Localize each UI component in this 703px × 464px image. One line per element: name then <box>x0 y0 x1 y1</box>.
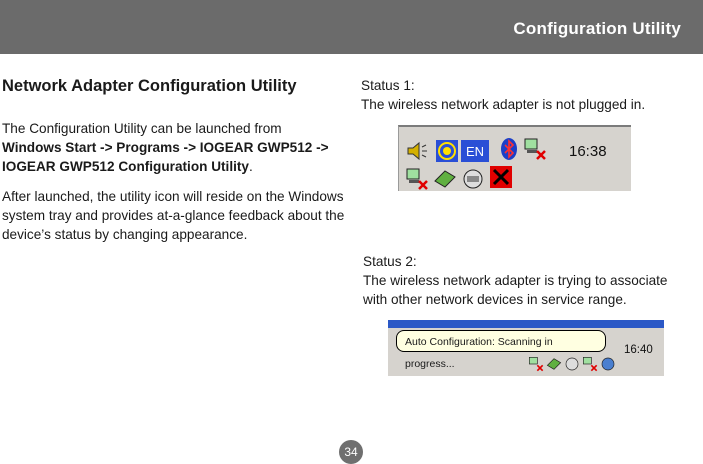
security-icon <box>434 170 456 188</box>
header-title: Configuration Utility <box>513 19 681 38</box>
printer-icon <box>463 169 483 189</box>
status1-desc: The wireless network adapter is not plug… <box>361 97 646 112</box>
status1-tray-screenshot: EN 16:38 <box>398 125 631 191</box>
status2-label: Status 2: <box>363 254 417 269</box>
speaker-icon <box>407 141 427 161</box>
taskbar-edge <box>388 320 664 328</box>
status2-clock: 16:40 <box>624 344 653 356</box>
launch-intro: The Configuration Utility can be launche… <box>2 121 282 136</box>
error-x-icon <box>490 166 512 188</box>
status2-tray-screenshot: Auto Configuration: Scanning in progress… <box>388 320 664 376</box>
network-disconnected-icon <box>524 138 546 160</box>
header-bar: Configuration Utility <box>0 0 703 54</box>
page-number: 34 <box>339 440 363 464</box>
wireless-signal-icon <box>436 140 458 162</box>
launch-period: . <box>248 159 253 174</box>
status1-clock: 16:38 <box>569 143 607 160</box>
launch-instructions: The Configuration Utility can be launche… <box>2 119 347 176</box>
section-heading: Network Adapter Configuration Utility <box>2 77 297 95</box>
status2-desc: The wireless network adapter is trying t… <box>363 273 668 307</box>
en-language-icon: EN <box>461 140 489 162</box>
scanning-tooltip: Auto Configuration: Scanning in progress… <box>396 330 606 370</box>
svg-text:EN: EN <box>466 144 484 159</box>
network-disconnected-icon <box>529 357 544 372</box>
tray-description: After launched, the utility icon will re… <box>2 189 345 242</box>
status1-text: Status 1: The wireless network adapter i… <box>361 76 645 114</box>
network-disconnected-icon <box>406 168 428 190</box>
bluetooth-icon <box>501 138 517 160</box>
printer-icon <box>565 357 579 371</box>
network-disconnected-icon <box>583 357 598 372</box>
wireless-utility-icon <box>601 357 615 371</box>
security-icon <box>546 358 562 370</box>
launch-path: Windows Start -> Programs -> IOGEAR GWP5… <box>2 140 329 174</box>
status2-text: Status 2: The wireless network adapter i… <box>363 252 693 309</box>
status1-label: Status 1: <box>361 78 415 93</box>
